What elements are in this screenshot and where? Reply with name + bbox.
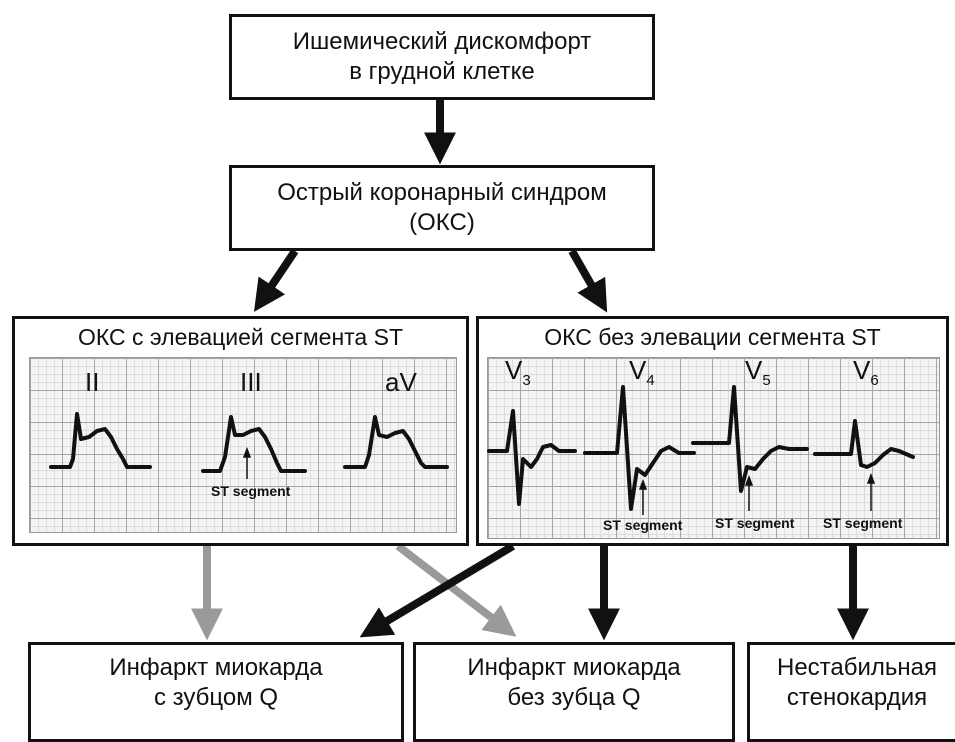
arrow-acs-to-ste [253,248,299,312]
nste-ecg-grid [487,357,940,539]
st-segment-label-v5: ST segment [715,515,795,531]
ste-acs-title: ОКС с элевацией сегмента ST [78,324,403,350]
q-wave-mi-box: Инфаркт миокарда с зубцом Q [28,642,404,742]
nste-acs-panel: ОКС без элевации сегмента ST V3 V4 V5 V6… [476,316,949,546]
acs-box: Острый коронарный синдром (ОКС) [229,165,655,251]
ecg-trace-v5 [691,385,809,493]
unstable-angina-box: Нестабильная стенокардия [747,642,955,742]
nste-ecg-traces [487,385,915,515]
arrow-nste-to-q-mi [359,542,516,638]
ecg-trace-av [343,415,449,469]
lead-label-v3: V3 [505,355,531,390]
q-wave-mi-line2: с зубцом Q [153,684,279,711]
non-q-wave-mi-line2: без зубца Q [507,684,641,711]
arrow-acs-to-nste [568,249,608,313]
ste-ecg-grid [29,357,457,533]
flow-arrows [191,100,869,641]
lead-label-v4: V4 [629,355,655,390]
st-segment-label-iii: ST segment [211,483,291,499]
ischemic-discomfort-box: Ишемический дискомфорт в грудной клетке [229,14,655,100]
ecg-trace-v4 [583,385,696,511]
unstable-angina-line2: стенокардия [786,684,928,711]
ste-acs-panel: ОКС с элевацией сегмента ST II III aV ST… [12,316,469,546]
ecg-trace-v6 [813,419,915,469]
unstable-angina-line1: Нестабильная [776,654,937,681]
non-q-wave-mi-line1: Инфаркт миокарда [467,654,681,681]
nste-acs-title: ОКС без элевации сегмента ST [544,324,881,350]
ecg-trace-iii [201,415,307,473]
ste-ecg-traces [49,412,449,479]
lead-label-ii: II [85,367,100,397]
ischemic-discomfort-line1: Ишемический дискомфорт [292,28,592,55]
ecg-trace-ii [49,412,152,469]
st-segment-label-v4: ST segment [603,517,683,533]
ischemic-discomfort-line2: в грудной клетке [349,58,535,85]
non-q-wave-mi-box: Инфаркт миокарда без зубца Q [413,642,735,742]
lead-label-v6: V6 [853,355,879,390]
ecg-trace-v3 [487,409,577,506]
q-wave-mi-line1: Инфаркт миокарда [109,654,323,681]
lead-label-iii: III [240,367,262,397]
lead-label-v5: V5 [745,355,771,390]
acs-line1: Острый коронарный синдром [277,179,607,206]
st-segment-label-v6: ST segment [823,515,903,531]
acs-line2: (ОКС) [409,209,475,236]
lead-label-av: aV [385,367,417,397]
